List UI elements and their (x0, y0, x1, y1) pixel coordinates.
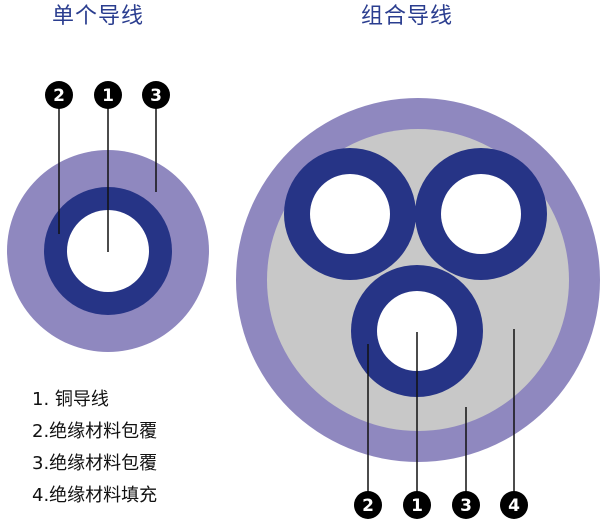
legend-item-insulation-coating-3: 3.绝缘材料包覆 (32, 453, 158, 474)
combined-top-right-copper-core (441, 174, 521, 254)
legend-item-insulation-filler: 4.绝缘材料填充 (32, 485, 158, 506)
combined-marker-2-circle (354, 491, 382, 519)
single-wire-diagram: 2 1 3 (7, 81, 209, 352)
combined-marker-4-label: 4 (508, 496, 520, 516)
single-marker-3-circle (142, 81, 170, 109)
single-wire-title: 单个导线 (52, 4, 145, 29)
single-marker-1-label: 1 (102, 86, 114, 106)
legend-item-copper-wire: 1. 铜导线 (32, 389, 109, 410)
combined-marker-3-label: 3 (460, 496, 472, 516)
combined-marker-1-circle (403, 491, 431, 519)
combined-marker-2-label: 2 (362, 496, 374, 516)
combined-bottom-copper-core (377, 291, 457, 371)
combined-top-left-copper-core (310, 174, 390, 254)
legend-item-insulation-coating-2: 2.绝缘材料包覆 (32, 421, 158, 442)
combined-marker-3-circle (452, 491, 480, 519)
single-marker-3-label: 3 (150, 86, 162, 106)
combined-wire-diagram: 2 1 3 4 (236, 98, 600, 519)
single-marker-2-label: 2 (53, 86, 65, 106)
combined-wire-title: 组合导线 (361, 4, 454, 29)
combined-marker-1-label: 1 (411, 496, 423, 516)
single-marker-1-circle (94, 81, 122, 109)
component-legend: 1. 铜导线 2.绝缘材料包覆 3.绝缘材料包覆 4.绝缘材料填充 (32, 384, 272, 512)
combined-marker-4-circle (500, 491, 528, 519)
single-marker-2-circle (45, 81, 73, 109)
